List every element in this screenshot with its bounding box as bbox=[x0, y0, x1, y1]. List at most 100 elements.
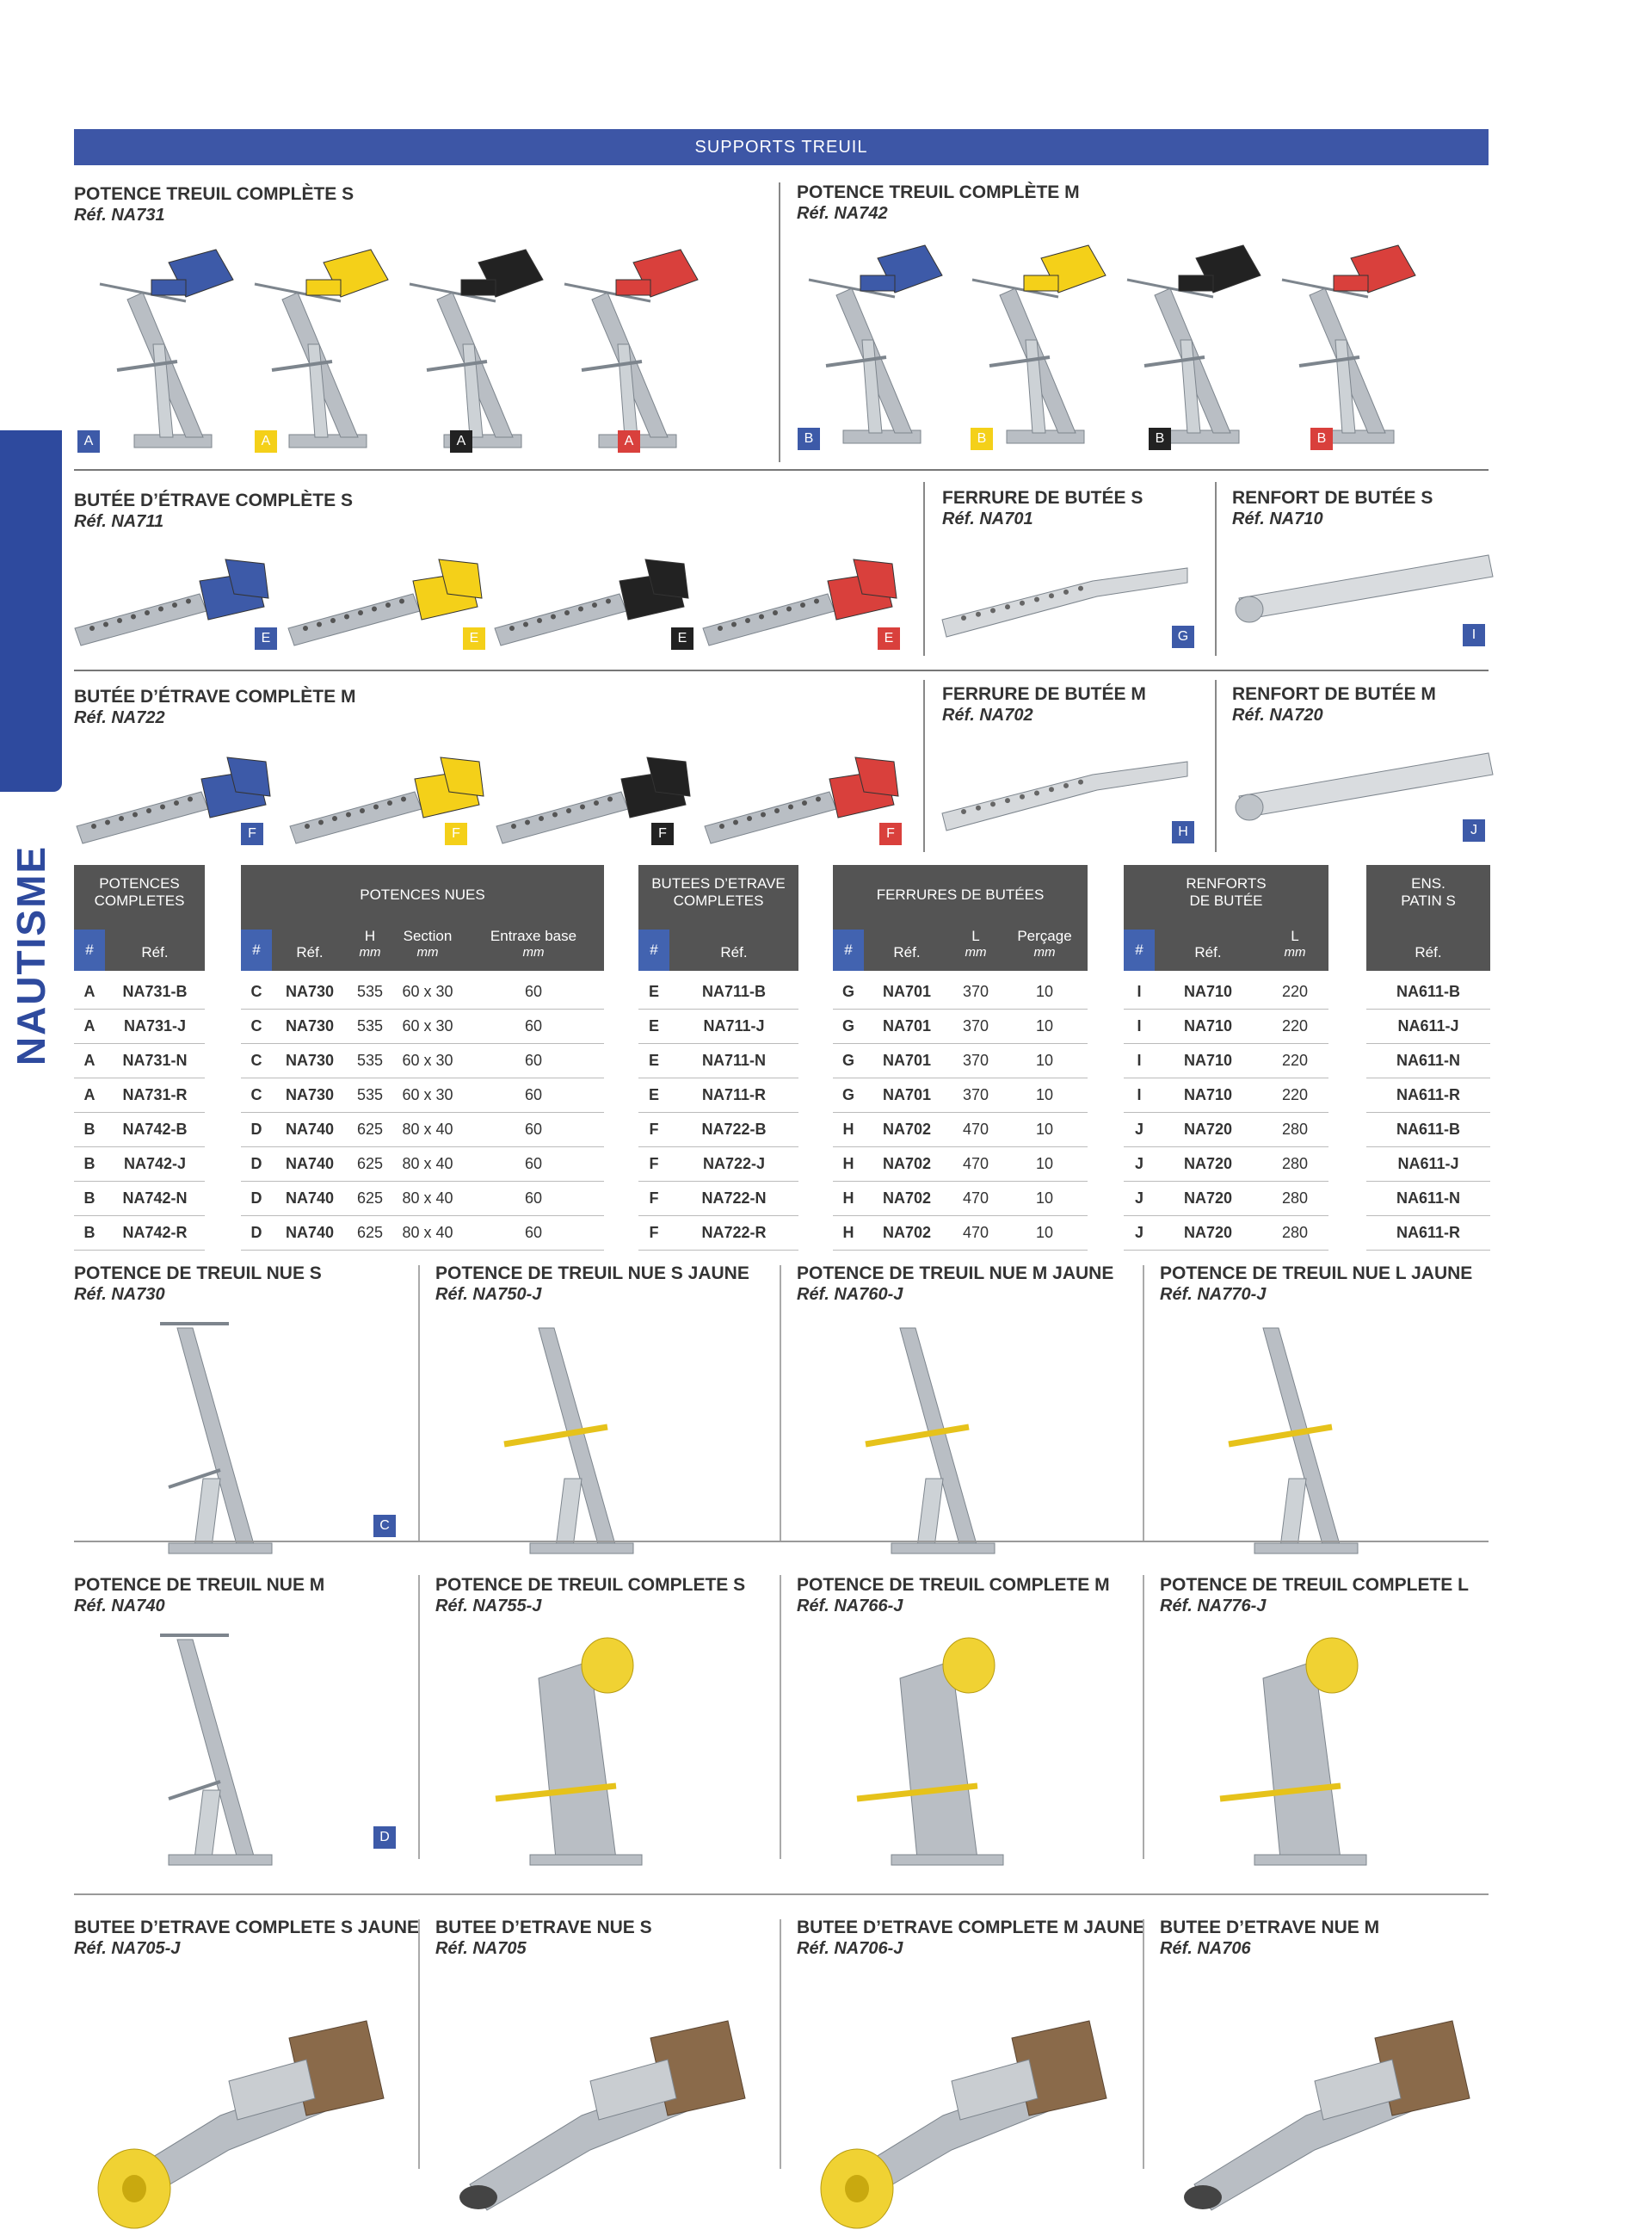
column-unit: mm bbox=[965, 945, 987, 960]
renfort-s-image bbox=[1235, 554, 1494, 623]
table-cell: NA702 bbox=[882, 1224, 932, 1241]
divider bbox=[418, 1919, 420, 2169]
table-row: F NA722-N bbox=[638, 1181, 798, 1216]
table-cell: 60 bbox=[524, 1052, 543, 1069]
table-cell: NA701 bbox=[882, 983, 932, 1000]
variant-badge: B bbox=[1310, 428, 1333, 450]
table-cell: C bbox=[250, 1052, 262, 1069]
butee-m-image bbox=[76, 757, 271, 844]
table-cell: 80 x 40 bbox=[402, 1189, 453, 1207]
table-cell: D bbox=[250, 1121, 262, 1138]
table-cell: F bbox=[649, 1189, 659, 1207]
table-cell: 470 bbox=[962, 1189, 989, 1207]
table-cell: E bbox=[648, 983, 659, 1000]
table-cell: NA710 bbox=[1183, 1086, 1233, 1103]
variant-badge: A bbox=[255, 430, 277, 453]
product-image bbox=[459, 2020, 746, 2211]
column-label: Réf. bbox=[1194, 944, 1222, 960]
table-cell: NA742-B bbox=[122, 1121, 188, 1138]
table-cell: NA710 bbox=[1183, 1052, 1233, 1069]
variant-badge: B bbox=[971, 428, 993, 450]
column-header: Réf. bbox=[864, 944, 950, 960]
table-cell: 535 bbox=[356, 1086, 384, 1103]
table-cell: NA702 bbox=[882, 1189, 932, 1207]
divider bbox=[779, 182, 780, 462]
column-label: Perçage bbox=[1017, 928, 1072, 944]
product-image bbox=[503, 1327, 634, 1554]
butee-s-image bbox=[287, 559, 483, 646]
table-cell: 470 bbox=[962, 1121, 989, 1138]
column-label: Réf. bbox=[141, 944, 169, 960]
table-cell: 470 bbox=[962, 1155, 989, 1172]
table-cell: NA722-N bbox=[701, 1189, 767, 1207]
variant-badge: C bbox=[373, 1515, 396, 1537]
divider bbox=[1143, 1575, 1144, 1859]
variant-badge: G bbox=[1172, 626, 1194, 648]
hash-column-header: # bbox=[638, 930, 669, 971]
divider bbox=[780, 1575, 781, 1859]
sidebar-tab bbox=[0, 430, 62, 792]
product-ref: Réf. NA706 bbox=[1160, 1939, 1251, 1958]
product-ref: Réf. NA730 bbox=[74, 1285, 165, 1304]
table-row: NA611-J bbox=[1366, 1009, 1490, 1044]
table-cell: NA702 bbox=[882, 1155, 932, 1172]
product-ref: Réf. NA770-J bbox=[1160, 1285, 1267, 1304]
ferrure-s-image bbox=[941, 567, 1188, 638]
product-ref: Réf. NA776-J bbox=[1160, 1597, 1267, 1615]
variant-badge: I bbox=[1463, 624, 1485, 646]
product-na711: BUTÉE D’ÉTRAVE COMPLÈTE S Réf. NA711 bbox=[74, 491, 353, 532]
table-cell: G bbox=[841, 1017, 854, 1035]
column-label: H bbox=[364, 928, 376, 944]
variant-badge: E bbox=[255, 627, 277, 650]
renfort-m-image bbox=[1235, 752, 1494, 821]
product-title: BUTEE D’ETRAVE COMPLETE S JAUNE bbox=[74, 1918, 419, 1937]
table-cell: A bbox=[83, 1017, 96, 1035]
table-cell: J bbox=[1134, 1155, 1143, 1172]
table-cell: NA611-N bbox=[1396, 1189, 1461, 1207]
table-cell: G bbox=[841, 1086, 854, 1103]
column-unit: mm bbox=[1033, 945, 1056, 960]
column-header: Réf. bbox=[1155, 944, 1261, 960]
table-cell: J bbox=[1134, 1121, 1143, 1138]
section-header: SUPPORTS TREUIL bbox=[74, 129, 1489, 165]
table-cell: A bbox=[83, 1086, 96, 1103]
product-ref: Réf. NA705-J bbox=[74, 1939, 181, 1958]
table-cell: E bbox=[648, 1017, 659, 1035]
group-title: PATIN S bbox=[1401, 893, 1456, 909]
product-ref: Réf. NA742 bbox=[797, 204, 888, 223]
table-cell: NA720 bbox=[1183, 1224, 1233, 1241]
table-cell: 10 bbox=[1035, 1086, 1054, 1103]
product-title: BUTEE D’ETRAVE NUE S bbox=[435, 1918, 652, 1937]
table-cell: 10 bbox=[1035, 1189, 1054, 1207]
variant-badge: F bbox=[241, 823, 263, 845]
product-title: RENFORT DE BUTÉE M bbox=[1232, 684, 1436, 704]
butee-s-image bbox=[74, 559, 269, 646]
variant-badge: D bbox=[373, 1826, 396, 1849]
table-cell: NA611-J bbox=[1397, 1017, 1459, 1035]
section-title: SUPPORTS TREUIL bbox=[694, 137, 868, 157]
group-title: FERRURES DE BUTÉES bbox=[876, 886, 1045, 903]
product-title: POTENCE DE TREUIL COMPLETE S bbox=[435, 1575, 746, 1595]
product-image bbox=[820, 2020, 1107, 2229]
table-cell: G bbox=[841, 1052, 854, 1069]
table-cell: D bbox=[250, 1189, 262, 1207]
ferrure-m-image bbox=[941, 761, 1188, 831]
